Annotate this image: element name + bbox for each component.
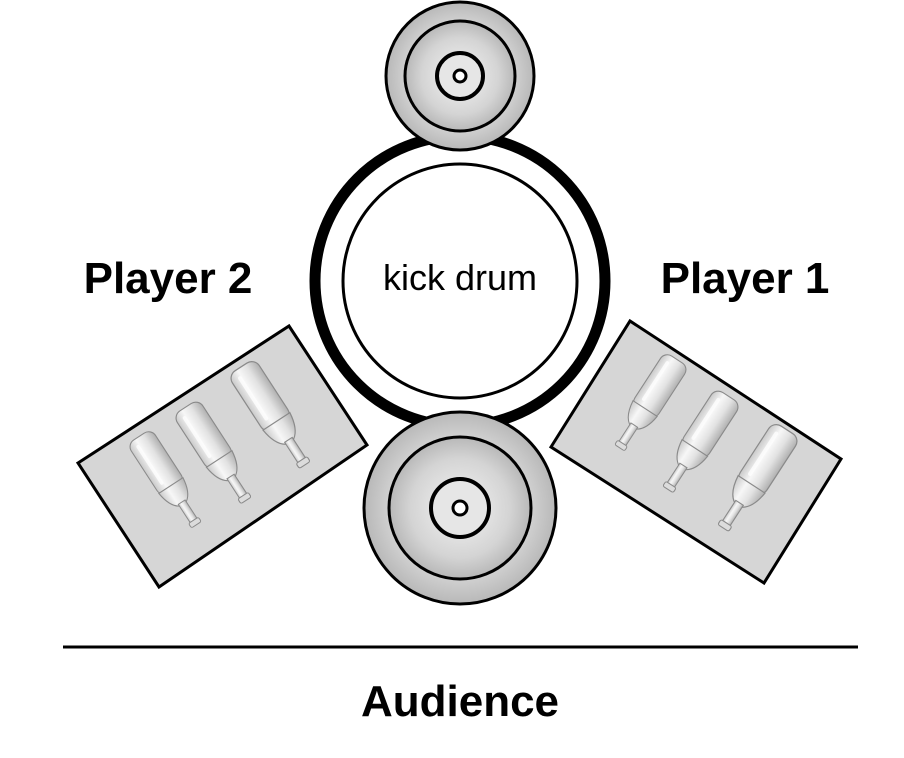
kick-drum: kick drum xyxy=(309,130,611,432)
player-left-label: Player 2 xyxy=(84,254,253,303)
speaker-bottom-icon xyxy=(362,410,558,606)
kick-drum-head xyxy=(341,162,579,400)
bottle-tray-left xyxy=(75,323,370,590)
speaker-top-icon xyxy=(384,0,536,152)
bottle-tray-right xyxy=(548,318,844,586)
kick-drum-label: kick drum xyxy=(383,257,537,298)
player-right-label: Player 1 xyxy=(661,254,830,303)
audience-label: Audience xyxy=(361,677,559,726)
